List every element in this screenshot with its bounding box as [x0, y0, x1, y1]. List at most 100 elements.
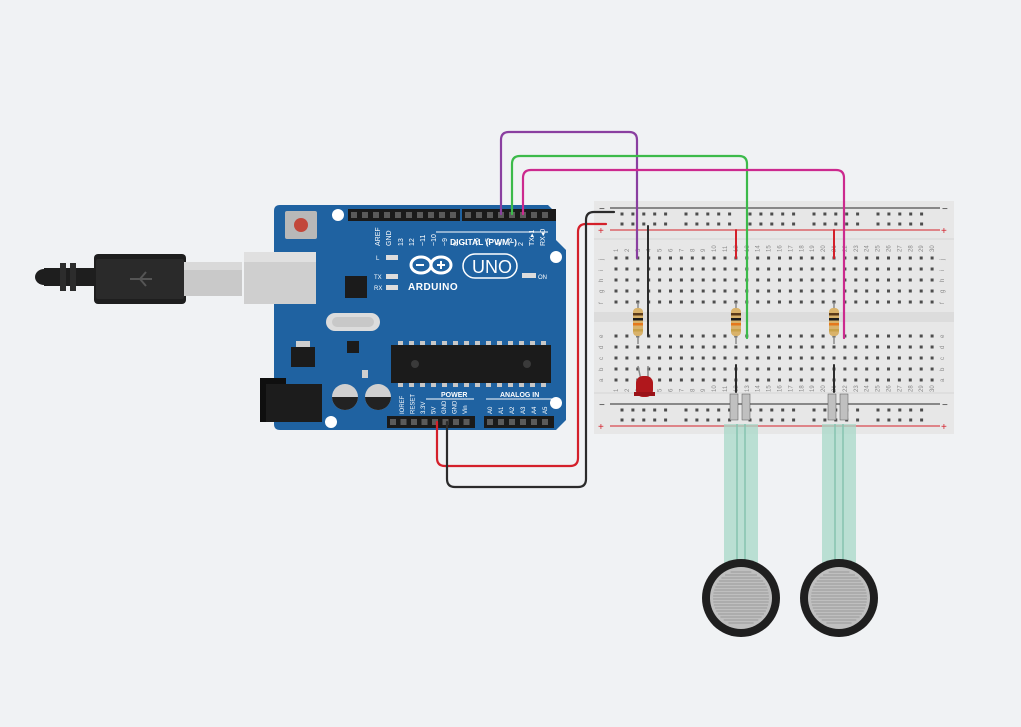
column-number: 5 [658, 388, 664, 392]
arduino-brand-label: ARDUINO [408, 282, 458, 293]
pin-label: A5 [543, 406, 549, 414]
column-number: 18 [799, 385, 805, 392]
voltage-regulator [291, 347, 315, 367]
column-number: 10 [712, 385, 718, 392]
jumper-wires[interactable] [647, 225, 835, 393]
row-letter: b [940, 367, 946, 371]
row-letter: j [599, 259, 605, 261]
red-led[interactable] [634, 365, 655, 397]
analog-in-label: ANALOG IN [500, 392, 539, 399]
magenta-wire[interactable] [521, 168, 846, 340]
column-number: 24 [865, 245, 871, 252]
svg-text:RX: RX [374, 286, 382, 292]
column-number: 26 [887, 245, 893, 252]
column-number: 15 [767, 385, 773, 392]
uno-logo-text: UNO [472, 257, 512, 277]
column-number: 17 [788, 245, 794, 252]
column-number: 11 [723, 245, 729, 252]
power-header[interactable] [387, 416, 475, 428]
svg-text:−: − [942, 204, 948, 215]
row-letter: d [599, 346, 605, 349]
column-number: 5 [658, 248, 664, 252]
pin-label: TX▸1 [529, 230, 536, 246]
pin-label: A3 [521, 406, 527, 414]
microcontroller-chip [391, 341, 551, 387]
column-number: 23 [854, 385, 860, 392]
column-number: 30 [930, 245, 936, 252]
usb-cable[interactable] [35, 254, 242, 304]
column-number: 8 [690, 248, 696, 252]
usb-chip [345, 276, 367, 298]
resistor-3[interactable] [829, 302, 839, 344]
status-leds: L TX RX ON [374, 255, 547, 292]
column-number: 28 [908, 245, 914, 252]
svg-text:TX: TX [374, 275, 382, 281]
resistor-1[interactable] [633, 302, 643, 344]
column-number: 13 [745, 385, 751, 392]
pin-label: ~11 [420, 235, 427, 246]
svg-text:−: − [942, 400, 948, 411]
row-letter: g [599, 290, 605, 293]
pin-label: ~5 [485, 238, 492, 246]
column-number: 25 [876, 385, 882, 392]
black-ground-wire[interactable] [445, 210, 616, 489]
force-sensor-2[interactable] [800, 393, 878, 637]
column-number: 9 [701, 248, 707, 252]
column-number: 7 [679, 248, 685, 252]
svg-text:+: + [598, 226, 604, 237]
column-number: 7 [679, 388, 685, 392]
column-number: 14 [756, 385, 762, 392]
pin-label: GND [442, 400, 448, 414]
force-sensor-1[interactable] [702, 393, 780, 637]
svg-text:−: − [599, 204, 605, 215]
green-wire[interactable] [510, 154, 749, 340]
purple-wire[interactable] [499, 130, 639, 260]
column-number: 9 [701, 388, 707, 392]
column-number: 20 [821, 385, 827, 392]
red-power-wire[interactable] [435, 222, 608, 468]
row-letter: c [599, 357, 605, 360]
column-number: 22 [843, 245, 849, 252]
resistor-2[interactable] [731, 302, 741, 344]
column-number: 25 [876, 245, 882, 252]
pin-label: RX◂0 [540, 229, 547, 246]
row-letter: f [940, 302, 946, 304]
pin-label: A4 [532, 406, 538, 414]
column-number: 15 [767, 245, 773, 252]
pin-label: 5V [432, 407, 438, 414]
pin-label: Vin [463, 405, 469, 414]
usb-symbol-icon [130, 271, 152, 287]
column-number: 22 [843, 385, 849, 392]
row-letter: d [940, 346, 946, 349]
pin-label: A1 [499, 406, 505, 414]
row-letter: h [940, 279, 946, 282]
capacitor [332, 384, 358, 410]
row-letter: i [940, 270, 946, 271]
column-number: 17 [788, 385, 794, 392]
pin-label: ~6 [474, 238, 481, 246]
column-number: 18 [799, 245, 805, 252]
column-number: 30 [930, 385, 936, 392]
column-number: 26 [887, 385, 893, 392]
pin-label: GND [453, 400, 459, 414]
column-number: 24 [865, 385, 871, 392]
pin-label: 8 [453, 242, 460, 246]
power-label: POWER [441, 392, 467, 399]
row-letter: f [599, 302, 605, 304]
reset-button[interactable] [285, 211, 317, 239]
row-letter: c [940, 357, 946, 360]
column-number: 19 [810, 245, 816, 252]
column-number: 2 [625, 248, 631, 252]
column-number: 19 [810, 385, 816, 392]
pin-label: ~10 [431, 234, 438, 246]
column-number: 2 [625, 388, 631, 392]
column-number: 28 [908, 385, 914, 392]
pin-label: 12 [409, 238, 416, 246]
svg-text:ON: ON [538, 275, 547, 281]
pin-label: 2 [518, 242, 525, 246]
pin-label: ~9 [442, 238, 449, 246]
column-number: 3 [636, 248, 642, 252]
row-letter: e [940, 334, 946, 338]
